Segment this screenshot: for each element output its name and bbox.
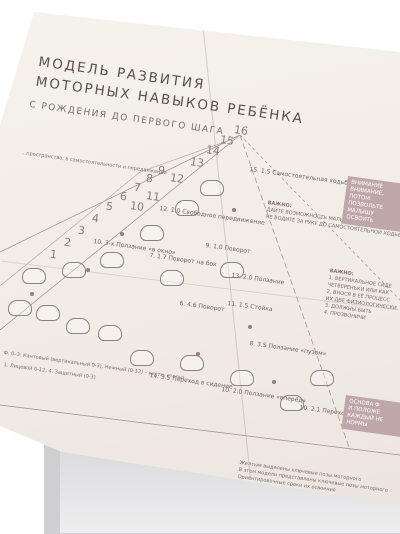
age-marker-dot bbox=[196, 352, 200, 356]
baby-pose-figure bbox=[310, 370, 334, 386]
stair-outline bbox=[0, 139, 231, 287]
baby-pose-figure bbox=[140, 225, 164, 241]
step-number: 13 bbox=[189, 155, 205, 170]
step-number: 16 bbox=[233, 123, 249, 138]
baby-pose-figure bbox=[22, 268, 46, 284]
age-marker-dot bbox=[248, 325, 252, 329]
side-info-box-top: ВНИМАНИЕ ВНИМАНИЕ, ПОТОМ ПОЗВОЛЬТЕ МАЛЫШ… bbox=[341, 176, 400, 232]
age-marker-dot bbox=[120, 232, 124, 236]
right-dashed-line bbox=[239, 134, 351, 451]
step-number: 12 bbox=[169, 171, 185, 186]
baby-pose-figure bbox=[66, 318, 90, 334]
baby-pose-figure bbox=[175, 200, 199, 216]
age-marker-dot bbox=[272, 380, 276, 384]
baby-pose-figure bbox=[180, 355, 204, 371]
baby-pose-figure bbox=[280, 395, 304, 411]
important-note-2: ВАЖНО: 1. ВЕРТИКАЛЬНОЕ СИДЕ ЧЕТВЕРЕНЬКИ … bbox=[323, 268, 400, 326]
baby-pose-figure bbox=[100, 252, 124, 268]
left-diagonal-line bbox=[0, 134, 241, 253]
baby-pose-figure bbox=[36, 305, 60, 321]
age-marker-dot bbox=[86, 268, 90, 272]
baby-pose-figure bbox=[98, 325, 122, 341]
baby-pose-figure bbox=[160, 270, 184, 286]
baby-pose-figure bbox=[230, 370, 254, 386]
step-number: 11 bbox=[145, 189, 161, 204]
baby-pose-figure bbox=[62, 262, 86, 278]
baby-pose-figure bbox=[200, 180, 224, 196]
base-line bbox=[0, 404, 400, 456]
baby-pose-figure bbox=[8, 300, 32, 316]
age-marker-dot bbox=[232, 208, 236, 212]
right-dashed-line-2 bbox=[239, 134, 400, 301]
step-number: 10 bbox=[129, 199, 145, 214]
age-marker-dot bbox=[30, 292, 34, 296]
baby-pose-figure bbox=[220, 262, 244, 278]
baby-pose-figure bbox=[130, 350, 154, 366]
